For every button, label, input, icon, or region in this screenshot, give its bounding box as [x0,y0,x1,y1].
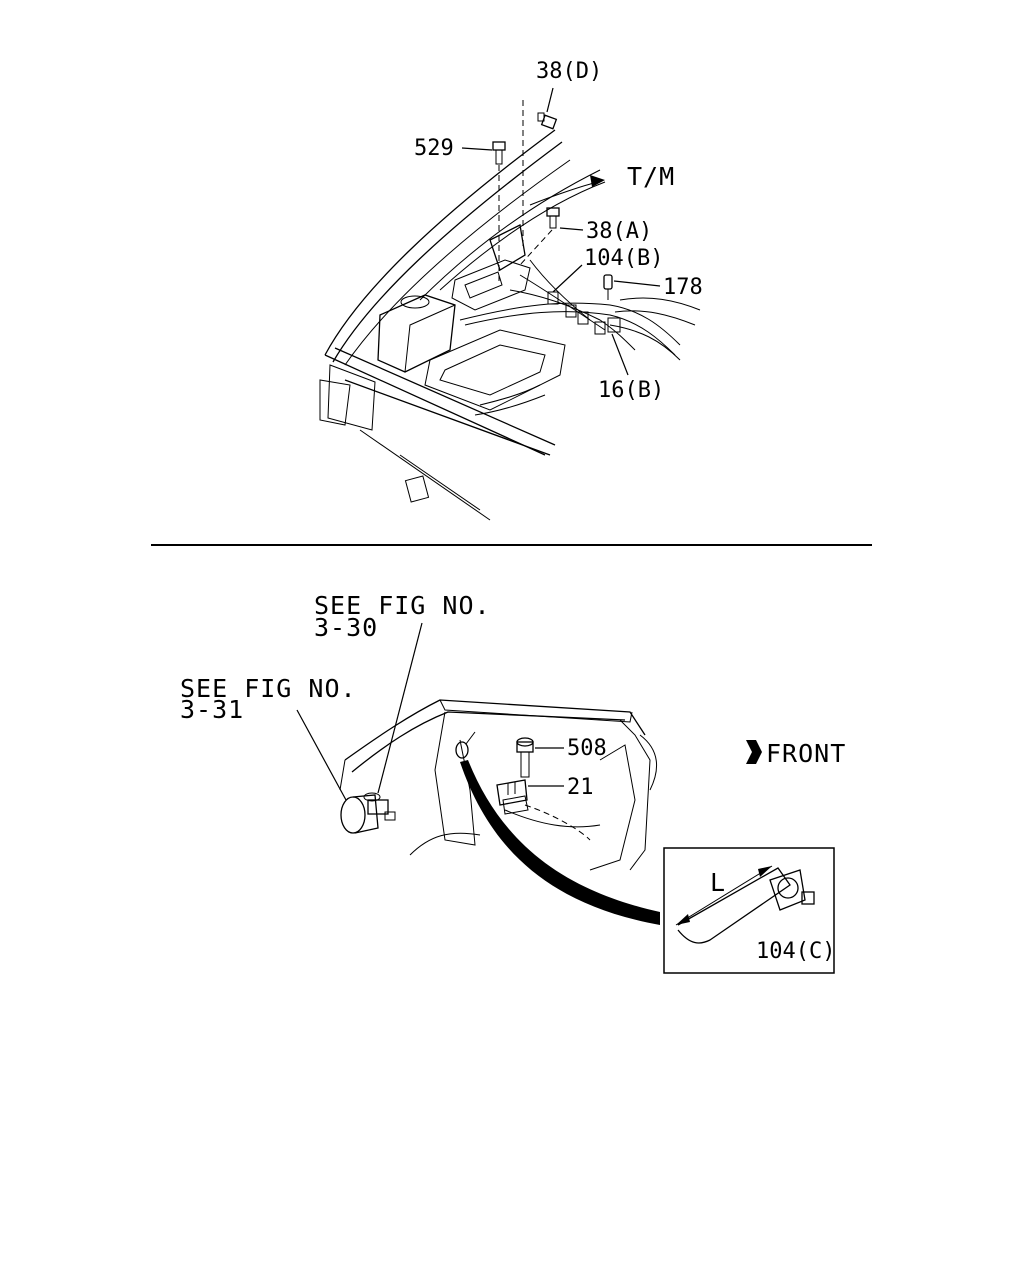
harness-6 [619,297,701,311]
leader-38d [546,87,554,113]
dash-right-pillar [619,719,651,871]
reservoir-box [377,294,456,373]
grille-lower [359,429,491,521]
bolt-529-icon [492,141,506,165]
headlamp [327,364,376,431]
harness-8 [609,324,681,361]
leader-see-fig-331 [296,709,347,801]
connector-4 [594,321,606,335]
dimension-l [675,865,773,926]
radiator-core [439,344,546,396]
see-fig-331-line2: 3-31 [180,695,244,724]
dash-floor [409,832,481,856]
hose-2 [474,394,546,416]
front-panel-edge [324,354,546,456]
fender-curve-third [344,159,571,366]
grommet-icon [455,731,476,759]
harness-7 [614,310,696,326]
callout-tm: T/M [627,162,675,191]
dash-hidden-line [524,804,591,841]
mounting-bracket [489,224,526,271]
clip-16b [607,317,621,333]
dash-left-edge [339,759,346,791]
detail-box [663,847,835,974]
tm-arrow-head [590,175,605,187]
tm-arrow-line [529,181,599,206]
harness-5 [529,259,591,321]
top-engine-bay-view: 38(D) 529 T/M 38(A) 104(B) 178 16(B) [319,59,703,521]
dash-38a [519,229,553,266]
callout-529: 529 [414,136,454,161]
callout-508: 508 [567,736,607,761]
callout-38a: 38(A) [586,219,652,244]
front-arrow-icon [746,740,762,764]
see-fig-331-line1: SEE FIG NO. [180,674,357,703]
detail-part-label: 104(C) [756,939,835,964]
fog-lamp [404,475,430,503]
leader-104b [552,264,583,293]
callout-38d: 38(D) [536,59,602,84]
leader-38a [559,227,584,231]
brake-booster-icon [340,792,396,834]
bracket-21-icon [496,779,529,815]
fender-curve-outer [324,129,556,356]
detail-dimension-label: L [710,868,726,897]
harness-2 [464,311,676,356]
reservoir-cap [400,295,430,309]
callout-104b: 104(B) [584,246,663,271]
callout-16b: 16(B) [598,378,664,403]
radiator-frame [424,329,566,411]
front-label: FRONT [766,739,846,768]
callout-21: 21 [567,775,594,800]
bottom-cabin-view: SEE FIG NO. 3-30 SEE FIG NO. 3-31 [180,591,846,974]
dash-right-panel [589,744,636,871]
cable-curve [460,760,660,925]
bumper-lower [319,379,351,426]
lower-edge [344,379,551,456]
reservoir-edge [404,304,456,373]
bolt-38a-icon [546,207,560,229]
leader-16b [611,333,629,376]
bracket-plate [451,259,531,311]
grille-lower-2 [399,454,481,511]
callout-178: 178 [663,275,703,300]
inner-panel-curve [419,169,601,301]
fender-curve-inner [332,141,563,363]
connector-104c-icon [677,867,815,944]
leader-529 [461,147,493,151]
bracket-tab [464,271,503,299]
hose-1 [479,384,541,406]
dashboard-lip [439,699,633,723]
bolt-508-icon [516,737,534,778]
leader-178 [613,280,661,287]
dash-right-pillar-2 [639,734,658,791]
inner-panel-curve-2 [439,181,606,291]
leader-see-fig-330 [377,622,423,794]
bolt-38d-icon [537,112,558,130]
front-panel-edge-2 [334,347,556,446]
connector-3 [577,311,589,325]
connector-2 [565,304,577,318]
see-fig-330-line1: SEE FIG NO. [314,591,491,620]
harness-3 [509,289,636,351]
see-fig-330-line2: 3-30 [314,613,378,642]
clip-178-icon [603,274,613,300]
dash-lower-line [504,809,601,828]
harness-1 [459,302,681,346]
